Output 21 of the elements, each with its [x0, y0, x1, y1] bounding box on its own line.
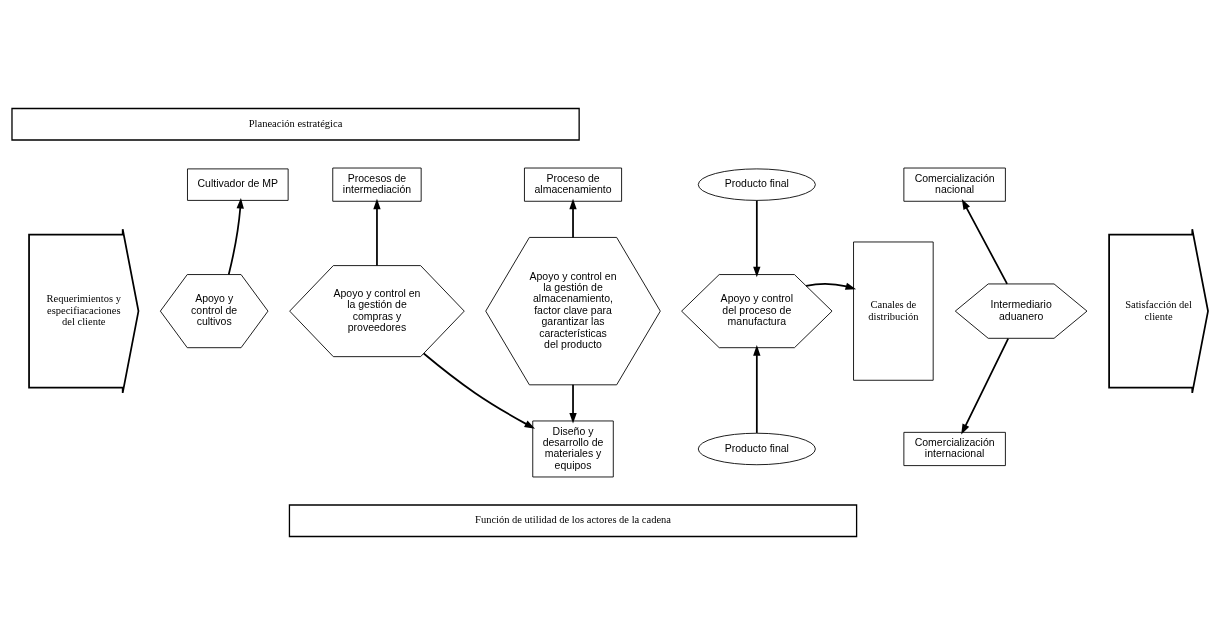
arrow — [961, 198, 1008, 285]
arrow — [569, 198, 577, 238]
node-box: Cultivador de MP — [187, 167, 289, 201]
arrow — [569, 383, 577, 424]
arrow — [753, 199, 761, 277]
node-box: Proceso de almacenamiento — [524, 167, 623, 202]
node-box: Procesos de intermediación — [332, 167, 422, 202]
arrow — [422, 352, 536, 429]
node-box: Planeación estratégica — [11, 107, 580, 141]
arrow — [227, 197, 244, 275]
arrow — [805, 282, 857, 290]
node-ellipse: Producto final — [697, 167, 816, 201]
node-box: Comercialización internacional — [903, 431, 1006, 466]
arrow — [753, 344, 761, 434]
node-ellipse: Producto final — [697, 432, 816, 465]
node-box: Diseño y desarrollo de materiales y equipos — [532, 420, 614, 477]
node-box: Canales de distribución — [853, 241, 934, 381]
arrow — [373, 198, 381, 266]
arrow — [961, 337, 1010, 435]
node-box: Comercialización nacional — [903, 167, 1006, 202]
node-box: Función de utilidad de los actores de la cadena — [288, 503, 858, 537]
